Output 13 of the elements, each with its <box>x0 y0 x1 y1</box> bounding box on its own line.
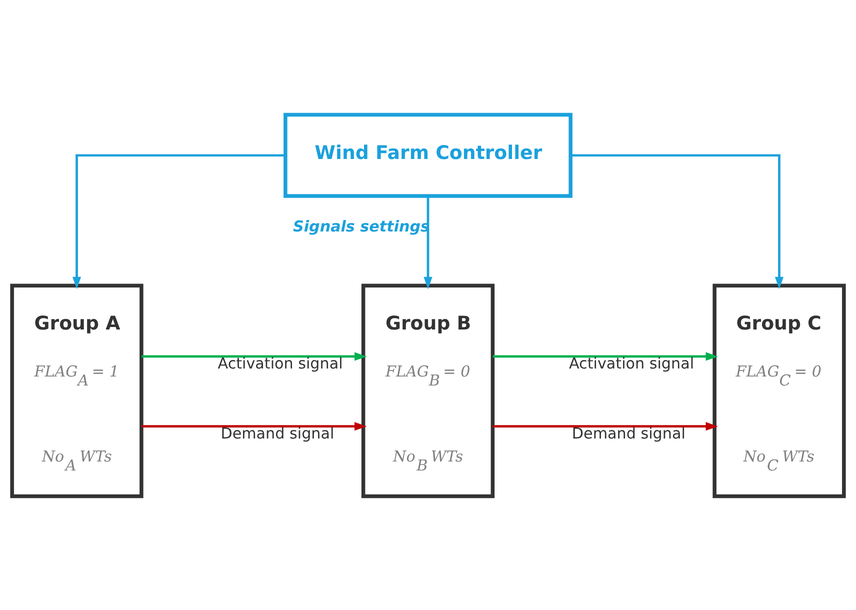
edge-label: Demand signal <box>220 424 334 442</box>
edge-label: Activation signal <box>218 354 343 372</box>
arrow <box>424 196 432 289</box>
edge-label: Demand signal <box>572 424 686 442</box>
edge-label: Signals settings <box>292 216 430 235</box>
arrow <box>72 154 286 289</box>
arrow <box>492 422 718 430</box>
arrow <box>142 422 367 430</box>
arrow <box>492 352 718 360</box>
edge-label: Activation signal <box>569 354 694 372</box>
arrow <box>142 352 367 360</box>
arrow <box>570 154 784 289</box>
node-box: Wind Farm Controller <box>284 112 572 198</box>
